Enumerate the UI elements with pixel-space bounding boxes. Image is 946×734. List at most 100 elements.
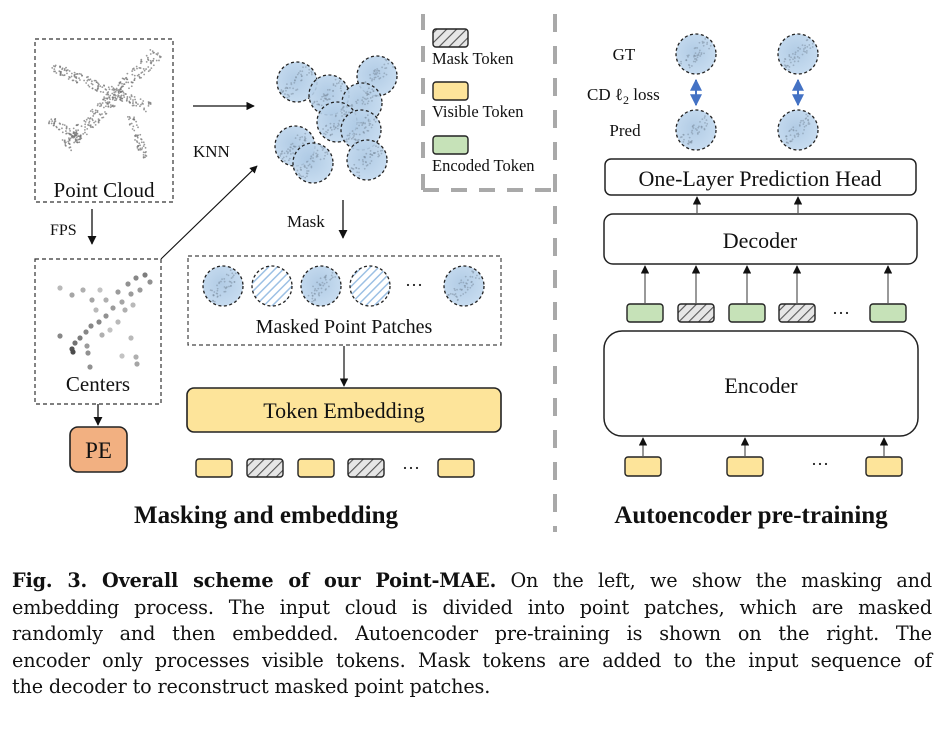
visible-patch-circle [202,265,244,307]
right-panel: GT CD ℓ2 loss Pred One-Layer Prediction … [587,33,919,529]
center-point [57,285,63,291]
encoded-token [626,303,664,323]
center-point [103,297,109,303]
legend-swatch-encoded [432,135,469,155]
decoder-label: Decoder [723,228,798,253]
pred-label: Pred [609,121,641,140]
ellipsis: ··· [832,303,850,323]
center-point [69,292,75,298]
center-point [89,297,95,303]
masked-patch-circle [251,265,293,307]
masked-point-patch [251,265,293,307]
center-point [133,354,139,360]
legend-label: Mask Token [432,49,514,68]
visible-patch-circle [346,139,388,181]
centers-points-icon [57,272,153,370]
mask-token [778,303,816,323]
legend-swatch-mask [432,28,469,48]
masked-patch-sequence: ··· [202,265,485,307]
cluster-patch [346,139,388,181]
center-point [133,275,139,281]
knn-patch-cluster [274,55,398,184]
centers-to-knn-arrow [160,165,258,260]
center-point [137,287,143,293]
ellipsis: ··· [405,275,423,295]
pred-patch [777,109,819,151]
center-point [119,353,125,359]
center-point [142,272,148,278]
caption-line-1: Fig. 3. Overall scheme of our Point-MAE.… [12,568,932,595]
visible-point-patch [202,265,244,307]
point-cloud-box [34,38,174,203]
center-point [122,307,128,313]
mask-token [677,303,715,323]
encoder-label: Encoder [724,373,798,398]
fps-label: FPS [50,222,77,239]
ellipsis: ··· [402,458,420,478]
center-point [97,287,103,293]
loss-label-text: CD ℓ [587,85,623,104]
masked-patches-box [187,255,502,346]
center-point [80,287,86,293]
visible-token [437,458,475,478]
legend-label: Encoded Token [432,156,535,175]
airplane-point-cloud-icon [48,49,162,159]
mask-label: Mask [287,212,325,231]
visible-token [726,456,764,477]
center-point [72,340,78,346]
center-point [110,305,116,311]
center-point [119,299,125,305]
center-point [99,332,105,338]
loss-label: CD ℓ2 loss [587,85,660,107]
caption-bold-lead: Fig. 3. Overall scheme of our Point-MAE. [12,569,497,592]
visible-token [297,458,335,478]
visible-point-patch [300,265,342,307]
caption-line-2: embedding process. The input cloud is di… [12,595,932,619]
embedded-token-sequence: ··· [195,458,475,478]
center-point [128,335,134,341]
ellipsis: ··· [811,454,829,474]
loss-label-suffix: loss [629,85,660,104]
visible-token [195,458,233,478]
center-point [87,364,93,370]
center-point [93,307,99,313]
token-embedding-box [186,387,502,433]
point-cloud-label: Point Cloud [54,178,155,202]
gt-patch [777,33,819,75]
centers-box [34,258,162,405]
caption-line-4: encoder only processes visible tokens. M… [12,648,932,672]
center-point [115,319,121,325]
center-point [96,319,102,325]
visible-patch-circle [340,109,382,151]
legend-swatch-visible [432,81,469,101]
cluster-patch [340,109,382,151]
legend-item-visible: Visible Token [432,81,524,121]
knn-label: KNN [193,142,230,161]
visible-patch-circle [292,142,334,184]
center-point [134,361,140,367]
visible-patch-circle [675,109,717,151]
pe-label: PE [85,438,112,463]
gt-label: GT [613,45,636,64]
cluster-patch [292,142,334,184]
center-point [85,350,91,356]
decoder-box [603,213,918,265]
center-point [70,349,76,355]
visible-patch-circle [675,33,717,75]
legend-item-encoded: Encoded Token [432,135,535,175]
mask-token [246,458,284,478]
prediction-head-label: One-Layer Prediction Head [638,166,881,191]
token-embedding-label: Token Embedding [263,398,425,423]
visible-token [624,456,662,477]
center-point [115,289,121,295]
pred-patch [675,109,717,151]
caption-line-5: the decoder to reconstruct masked point … [12,675,491,698]
center-point [84,343,90,349]
center-point [107,327,113,333]
center-point [103,313,109,319]
masked-point-patch [349,265,391,307]
encoded-token [728,303,766,323]
center-point [128,291,134,297]
visible-point-patch [443,265,485,307]
